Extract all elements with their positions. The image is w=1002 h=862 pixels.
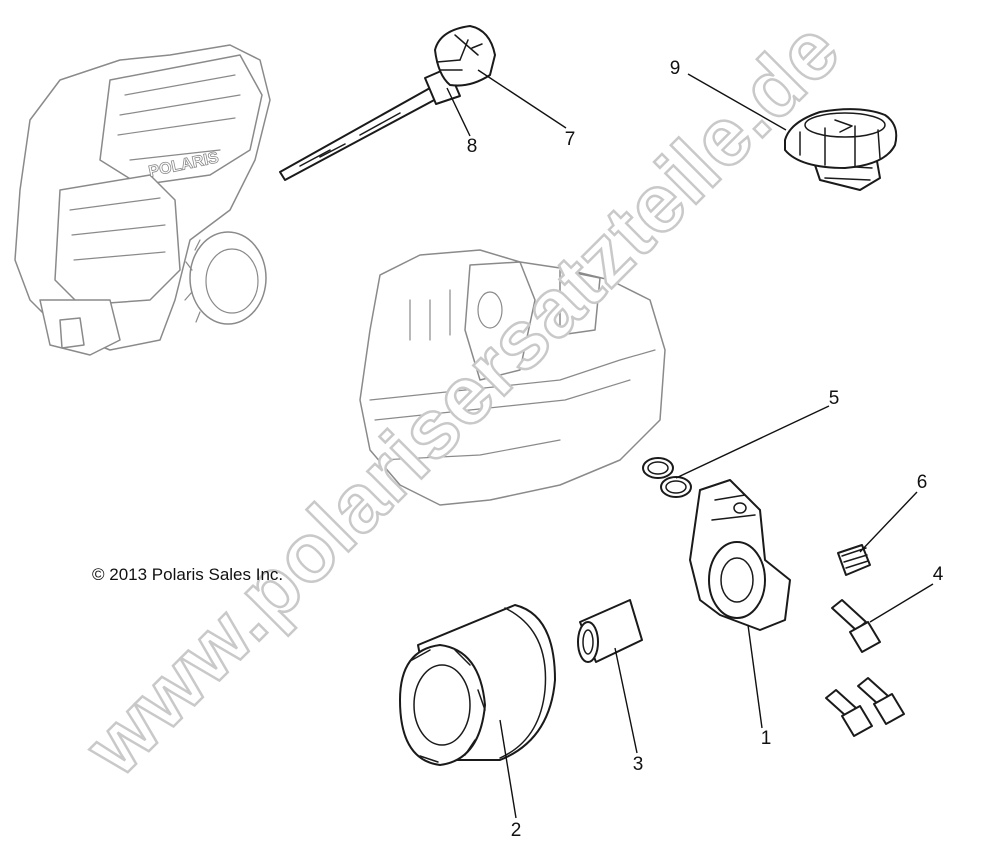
- leader-3: [614, 647, 638, 754]
- callout-4: 4: [933, 564, 944, 585]
- callout-3: 3: [633, 754, 644, 775]
- callouts: 1 2 3 4 5 6 7 8 9: [467, 58, 944, 841]
- part-6-plug: [837, 544, 871, 576]
- leader-7: [477, 69, 567, 129]
- callout-6: 6: [917, 472, 928, 493]
- leader-2: [499, 719, 517, 819]
- engine-cylinder-head-ghost: POLARIS: [14, 44, 271, 356]
- leader-lines: [446, 69, 934, 819]
- part-4-bolts: [825, 599, 905, 737]
- callout-8: 8: [467, 136, 478, 157]
- leader-6: [859, 491, 918, 553]
- callout-7: 7: [565, 129, 576, 150]
- part-5-o-rings: [642, 457, 692, 498]
- callout-1: 1: [761, 728, 772, 749]
- callout-9: 9: [670, 58, 681, 79]
- part-3-sleeve: [577, 599, 643, 663]
- leader-1: [747, 624, 763, 729]
- copyright-text: © 2013 Polaris Sales Inc.: [92, 565, 283, 584]
- leader-8: [446, 87, 471, 137]
- leader-9: [687, 73, 787, 131]
- part-1-filter-adapter: [689, 479, 791, 631]
- engine-crankcase-ghost: [359, 249, 666, 506]
- leader-4: [869, 583, 934, 623]
- callout-2: 2: [511, 820, 522, 841]
- part-2-oil-filter: [399, 604, 556, 766]
- callout-5: 5: [829, 388, 840, 409]
- part-9-fill-cap: [784, 108, 898, 191]
- leader-5: [675, 405, 830, 479]
- part-7-8-dipstick: [279, 25, 496, 181]
